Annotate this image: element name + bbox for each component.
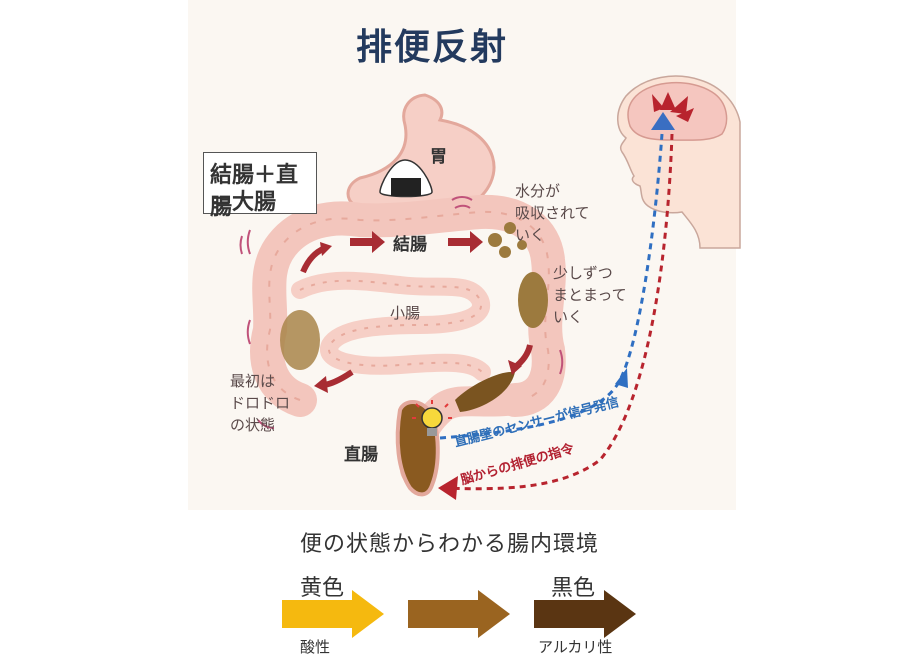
- scale-right-label: 黒色: [551, 576, 596, 601]
- colon-label: 結腸: [393, 235, 427, 255]
- brain-triangle-icon: [651, 112, 675, 130]
- stomach-label: 胃: [430, 147, 447, 167]
- gathering-note: 少しずつ まとまって いく: [553, 264, 627, 326]
- absorbed-note: 水分が 吸収されて いく: [515, 182, 590, 244]
- small-intestine-label: 小腸: [390, 304, 421, 322]
- command-signal-path: [439, 133, 674, 491]
- stool-formed: [455, 371, 515, 412]
- scale-arrow-yellow: [282, 590, 384, 638]
- scale-right-foot: アルカリ性: [538, 638, 613, 656]
- scale-arrow-black: [534, 590, 636, 638]
- scale-left-foot: 酸性: [300, 638, 331, 656]
- stool-gathering: [518, 272, 548, 328]
- flow-arrow-2: [448, 231, 483, 253]
- lightbulb-icon: [412, 400, 452, 436]
- sensor-signal-path: [439, 133, 664, 440]
- rectum-label: 直腸: [344, 445, 378, 465]
- note-line-2: ＝大腸: [210, 190, 277, 215]
- stool-pellet: [488, 233, 502, 247]
- initial-state-note: 最初は ドロドロ の状態: [230, 372, 291, 434]
- scale-left-label: 黄色: [300, 576, 345, 601]
- colon-rectum-note-box: 結腸＋直腸 ＝大腸: [203, 152, 317, 220]
- scale-arrow-brown: [408, 590, 510, 638]
- note-line-1: 結腸＋直腸: [210, 163, 299, 220]
- small-intestine-shape: [291, 271, 491, 381]
- stool-environment-caption: 便の状態からわかる腸内環境: [300, 532, 600, 557]
- page-title: 排便反射: [356, 27, 509, 68]
- stool-initial: [280, 310, 320, 370]
- colon-shape: [250, 194, 566, 417]
- flow-arrow-1: [350, 231, 385, 253]
- command-arrowhead: [438, 476, 458, 500]
